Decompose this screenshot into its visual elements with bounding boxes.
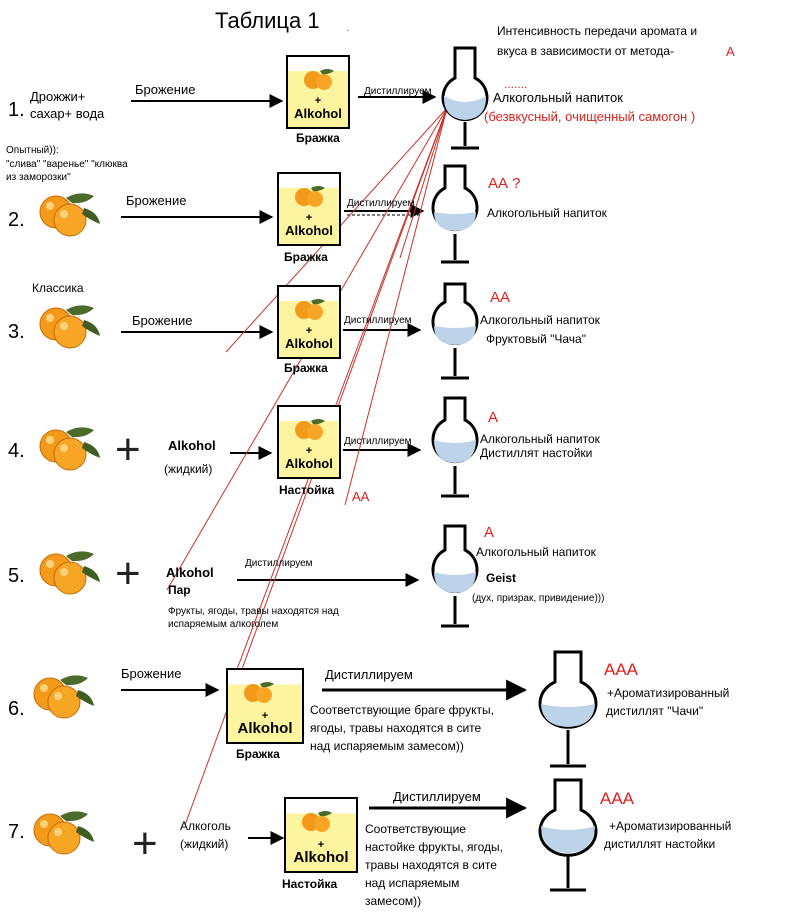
row-number: 5. xyxy=(8,565,25,587)
glass-5 xyxy=(431,524,479,628)
row-number: 4. xyxy=(8,440,25,462)
row5-note1: Фрукты, ягоды, травы находятся над xyxy=(168,606,339,617)
glass-6 xyxy=(538,650,598,768)
row1-result2: (безвкусный, очищенный самогон ) xyxy=(484,109,696,124)
row2-box-label: Бражка xyxy=(284,250,328,264)
mash-box-6: +Alkohol xyxy=(226,668,304,744)
infusion-box-7: +Alkohol xyxy=(284,797,358,873)
plus-sign-5: + xyxy=(115,549,141,598)
orange-icon-7 xyxy=(33,810,95,855)
row2-result1: Алкогольный напиток xyxy=(487,206,607,220)
row5-input2: Пар xyxy=(168,583,191,597)
row5-result3: (дух, призрак, привидение))) xyxy=(472,593,605,604)
row2-arrow-label: Брожение xyxy=(126,193,187,208)
row-number: 1. xyxy=(8,99,25,121)
row7-box-label: Настойка xyxy=(282,877,338,891)
row6-result1: +Ароматизированный xyxy=(607,686,730,700)
row7-note2: настойке фрукты, ягоды, xyxy=(365,840,503,854)
orange-icon-2 xyxy=(39,192,101,237)
row6-rating: ААА xyxy=(604,660,639,679)
row7-input2: (жидкий) xyxy=(180,837,229,851)
row5-result2: Geist xyxy=(486,571,517,585)
orange-icon-5 xyxy=(39,550,101,595)
row7-input1: Алкоголь xyxy=(180,819,231,833)
infusion-box-4: +Alkohol xyxy=(277,405,341,479)
row2-note2: "слива" "варенье" "клюква xyxy=(6,159,128,170)
row7-note4: над испаряемым xyxy=(365,876,460,890)
row1-result1: Алкогольный напиток xyxy=(493,90,623,105)
row1-input2: сахар+ вода xyxy=(30,106,105,121)
page-title: Таблица 1 xyxy=(215,8,320,33)
row2-note1: Опытный)): xyxy=(6,145,59,156)
plus-sign-4: + xyxy=(115,425,141,474)
row7-note5: замесом)) xyxy=(365,894,422,908)
row2-rating: АА ? xyxy=(488,175,521,192)
row-number: 3. xyxy=(8,321,25,343)
header-note-line1: Интенсивность передачи аромата и xyxy=(497,24,698,38)
row3-result2: Фруктовый "Чача" xyxy=(486,332,586,346)
row7-note1: Соответствующие xyxy=(365,822,466,836)
row3-rating: АА xyxy=(490,289,511,306)
orange-icon-6 xyxy=(33,674,95,719)
glass-1 xyxy=(441,46,489,150)
row7-rating: ААА xyxy=(600,789,635,808)
row6-box-label: Бражка xyxy=(236,747,280,761)
row5-distill-label: Дистиллируем xyxy=(245,558,313,569)
row4-box-label: Настойка xyxy=(279,483,335,497)
row4-input2: (жидкий) xyxy=(164,462,213,476)
row6-arrow-label: Брожение xyxy=(121,666,182,681)
glass-3 xyxy=(431,282,479,380)
row3-arrow-label: Брожение xyxy=(132,313,193,328)
row3-distill-label: Дистиллируем xyxy=(344,315,412,326)
row5-rating: А xyxy=(484,524,495,541)
orange-icon-3 xyxy=(39,304,101,349)
row3-note1: Классика xyxy=(32,281,84,295)
header-note-mark: А xyxy=(726,44,735,59)
glass-4 xyxy=(431,396,479,498)
header-note-line2: вкуса в зависимости от метода- xyxy=(497,44,674,58)
row4-input1: Alkohol xyxy=(168,438,216,453)
row-number: 2. xyxy=(8,209,25,231)
mash-box-1: +Alkohol xyxy=(286,55,350,129)
row4-distill-label: Дистиллируем xyxy=(344,436,412,447)
orange-icon-4 xyxy=(39,426,101,471)
row7-distill-label: Дистиллируем xyxy=(393,789,481,804)
row5-result1: Алкогольный напиток xyxy=(476,545,596,559)
row1-box-label: Бражка xyxy=(296,131,340,145)
glass-2 xyxy=(431,164,479,264)
row7-result1: +Ароматизированный xyxy=(609,819,732,833)
row-number: 7. xyxy=(8,821,25,843)
row1-arrow-label: Брожение xyxy=(135,82,196,97)
glass-7 xyxy=(538,778,598,892)
row4-result1: Алкогольный напиток xyxy=(480,432,600,446)
row1-distill-label: Дистиллируем xyxy=(364,86,432,97)
row-number: 6. xyxy=(8,698,25,720)
row5-note2: испаряемым алкоголем xyxy=(168,619,279,630)
row3-result1: Алкогольный напиток xyxy=(480,313,600,327)
row6-result2: дистиллят "Чачи" xyxy=(606,704,704,718)
row3-box-label: Бражка xyxy=(284,361,328,375)
row2-note3: из заморозки" xyxy=(6,172,71,183)
mash-box-3: +Alkohol xyxy=(277,285,341,359)
row1-dots: ....... xyxy=(504,77,528,91)
row7-note3: травы находятся в сите xyxy=(365,858,497,872)
row7-result2: дистиллят настойки xyxy=(604,837,716,851)
mash-box-2: +Alkohol xyxy=(277,172,341,246)
plus-sign-7: + xyxy=(132,819,158,868)
row4-rating: А xyxy=(488,409,499,426)
row6-distill-label: Дистиллируем xyxy=(325,667,413,682)
row6-note3: над испаряемым замесом)) xyxy=(310,739,464,753)
row4-box-rating: АА xyxy=(352,489,370,504)
row5-input1: Alkohol xyxy=(166,565,214,580)
row2-distill-label: Дистиллируем xyxy=(347,198,415,209)
title-dot: . xyxy=(346,20,350,34)
row6-note1: Соответствующие браге фрукты, xyxy=(310,703,494,717)
row1-input1: Дрожжи+ xyxy=(30,89,86,104)
row6-note2: ягоды, травы находятся в сите xyxy=(310,721,482,735)
row4-result2: Дистиллят настойки xyxy=(480,446,593,460)
